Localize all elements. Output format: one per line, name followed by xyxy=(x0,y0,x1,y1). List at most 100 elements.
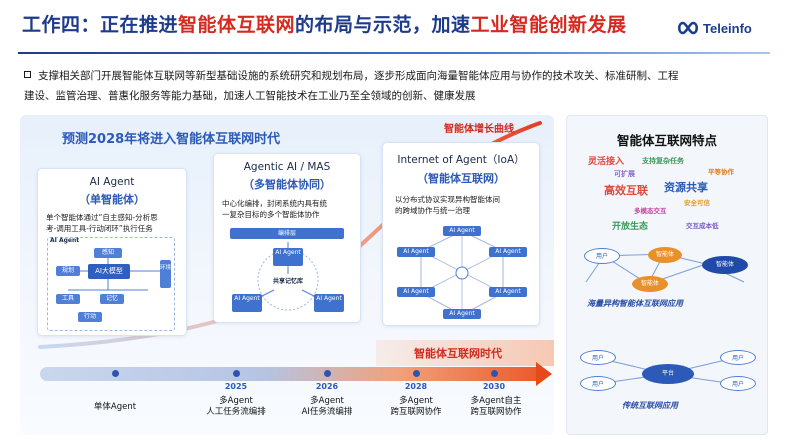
diagram-agent-label: AI Agent xyxy=(50,237,80,244)
intro-paragraph: 支撑相关部门开展智能体互联网等新型基础设施的系统研究和规划布局，逐步形成面向海量… xyxy=(24,66,764,106)
keyword-1: 灵活接入 xyxy=(588,157,625,167)
ioa-agent-4: AI Agent xyxy=(397,287,435,297)
agent-net-user-node-1: 用户 xyxy=(584,248,620,264)
diagram-box-llm: AI大模型 xyxy=(88,264,130,279)
timeline-stage-5: 多Agent自主 跨互联网协作 xyxy=(458,396,534,418)
timeline-stage-4-line-2: 跨互联网协作 xyxy=(390,407,442,417)
trad-user-node-2: 用户 xyxy=(580,376,616,391)
keyword-5: 高效互联 xyxy=(604,184,648,197)
card1-description: 单个智能体通过“自主感知-分析思 考-调用工具-行动闭环”执行任务 xyxy=(46,212,186,234)
card2-description: 中心化编排，封闭系统内具有统 一复杂目标的多个智能体协作 xyxy=(222,198,360,220)
single-agent-diagram: AI Agent 感知 规划 AI大模型 工具 记忆 行动 环境 xyxy=(47,237,175,331)
timeline-year-2: 2025 xyxy=(224,382,248,391)
diagram-box-planning: 规划 xyxy=(56,266,80,276)
timeline-stage-2: 多Agent 人工任务流编排 xyxy=(196,396,276,418)
era-label: 智能体互联网时代 xyxy=(414,347,502,360)
mas-agent-top: AI Agent xyxy=(273,248,303,266)
features-title: 智能体互联网特点 xyxy=(616,133,717,148)
keyword-6: 资源共享 xyxy=(664,181,708,194)
timeline-stage-1: 单体Agent xyxy=(75,402,155,413)
card1-desc-line-1: 单个智能体通过“自主感知-分析思 xyxy=(46,213,158,222)
intro-line-1: 支撑相关部门开展智能体互联网等新型基础设施的系统研究和规划布局，逐步形成面向海量… xyxy=(38,70,679,82)
agent-net-agent-node-2: 智能体 xyxy=(702,256,748,274)
card2-subtitle: （多智能体协同） xyxy=(243,178,331,191)
timeline-stage-3-line-2: AI任务流编排 xyxy=(301,407,353,417)
title-part-4: 工业智能创新发展 xyxy=(470,14,627,36)
card-single-agent: AI Agent （单智能体） 单个智能体通过“自主感知-分析思 考-调用工具-… xyxy=(37,168,187,336)
card2-title: Agentic AI / MAS xyxy=(243,161,331,173)
timeline-stage-2-line-1: 多Agent xyxy=(219,396,253,406)
card-multi-agent: Agentic AI / MAS （多智能体协同） 中心化编排，封闭系统内具有统… xyxy=(213,153,361,323)
card3-title: Internet of Agent（IoA） xyxy=(397,154,525,166)
title-part-3: 的布局与示范，加速 xyxy=(295,14,471,36)
shared-memory-label: 共享记忆库 xyxy=(272,278,303,285)
timeline-dot-4 xyxy=(413,370,420,377)
timeline-year-4: 2028 xyxy=(404,382,428,391)
card1-subtitle: （单智能体） xyxy=(79,193,145,206)
card3-desc-line-2: 的跨域协作与统一治理 xyxy=(395,206,470,215)
card2-desc-line-2: 一复杂目标的多个智能体协作 xyxy=(222,210,320,219)
infinity-logo-icon xyxy=(677,21,699,35)
ioa-agent-6: AI Agent xyxy=(443,309,481,319)
timeline-stage-5-line-2: 跨互联网协作 xyxy=(470,407,522,417)
timeline-stage-3-line-1: 多Agent xyxy=(310,396,344,406)
timeline-dot-2 xyxy=(233,370,240,377)
timeline-dot-3 xyxy=(324,370,331,377)
card1-desc-line-2: 考-调用工具-行动闭环”执行任务 xyxy=(46,224,153,233)
title-part-2: 智能体互联网 xyxy=(178,14,296,36)
timeline-arrow-icon xyxy=(536,362,552,386)
card-internet-of-agents: Internet of Agent（IoA） （智能体互联网） 以分布式协议实现… xyxy=(382,142,540,326)
era-band xyxy=(376,340,554,366)
card3-desc-line-1: 以分布式协议实现异构智能体间 xyxy=(395,195,500,204)
diagram-box-tools: 工具 xyxy=(56,294,80,304)
teleinfo-logo: Teleinfo xyxy=(677,20,752,36)
timeline-dot-1 xyxy=(112,370,119,377)
diagram-box-memory: 记忆 xyxy=(100,294,124,304)
ioa-agent-3: AI Agent xyxy=(489,247,527,257)
keyword-9: 开放生态 xyxy=(612,222,649,232)
timeline-year-5: 2030 xyxy=(482,382,506,391)
timeline-year-3: 2026 xyxy=(315,382,339,391)
timeline-dot-5 xyxy=(491,370,498,377)
timeline-stage-5-line-1: 多Agent自主 xyxy=(470,396,522,406)
trad-user-node-3: 用户 xyxy=(720,350,756,365)
diagram-box-environment: 环境 xyxy=(160,260,171,288)
timeline-stage-4-line-1: 多Agent xyxy=(399,396,433,406)
title-part-1: 工作四：正在推进 xyxy=(22,14,179,36)
card3-description: 以分布式协议实现异构智能体间 的跨域协作与统一治理 xyxy=(395,194,539,216)
card1-title: AI Agent xyxy=(89,176,135,188)
logo-text: Teleinfo xyxy=(703,20,752,36)
page-title: 工作四：正在推进智能体互联网的布局与示范，加速工业智能创新发展 xyxy=(22,10,627,37)
prediction-title: 预测2028年将进入智能体互联网时代 xyxy=(62,132,281,147)
header-divider xyxy=(18,52,770,54)
ioa-agent-5: AI Agent xyxy=(489,287,527,297)
timeline-stage-1-line-1: 单体Agent xyxy=(93,402,137,412)
mas-agent-left: AI Agent xyxy=(232,294,262,312)
mas-agent-right: AI Agent xyxy=(314,294,344,312)
ioa-agent-2: AI Agent xyxy=(397,247,435,257)
trad-user-node-4: 用户 xyxy=(720,376,756,391)
agent-net-agent-node-3: 智能体 xyxy=(632,276,668,292)
timeline-stage-3: 多Agent AI任务流编排 xyxy=(287,396,367,418)
diagram-box-perception: 感知 xyxy=(94,248,122,258)
timeline-stage-4: 多Agent 跨互联网协作 xyxy=(378,396,454,418)
keyword-4: 可扩展 xyxy=(614,170,635,178)
card3-subtitle: （智能体互联网） xyxy=(417,172,505,185)
keyword-8: 多模态交互 xyxy=(634,207,667,215)
agent-internet-caption: 海量异构智能体互联网应用 xyxy=(587,299,683,308)
keyword-7: 安全可信 xyxy=(684,199,710,207)
trad-platform-node: 平台 xyxy=(642,364,694,384)
diagram-box-action: 行动 xyxy=(78,312,102,322)
traditional-internet-caption: 传统互联网应用 xyxy=(622,401,678,410)
card2-desc-line-1: 中心化编排，封闭系统内具有统 xyxy=(222,199,327,208)
keyword-10: 交互成本低 xyxy=(686,222,719,230)
trad-user-node-1: 用户 xyxy=(580,350,616,365)
keyword-3: 平等协作 xyxy=(708,168,734,176)
growth-curve-label: 智能体增长曲线 xyxy=(444,124,514,135)
diagram-connector-lines xyxy=(68,258,160,291)
keyword-2: 支持复杂任务 xyxy=(642,157,684,165)
ioa-agent-1: AI Agent xyxy=(443,226,481,236)
bullet-square-icon xyxy=(24,71,31,78)
intro-line-2: 建设、监管治理、普惠化服务等能力基础，加速人工智能技术在工业乃至全领域的创新、健… xyxy=(24,90,476,102)
agent-net-agent-node-1: 智能体 xyxy=(648,247,682,263)
